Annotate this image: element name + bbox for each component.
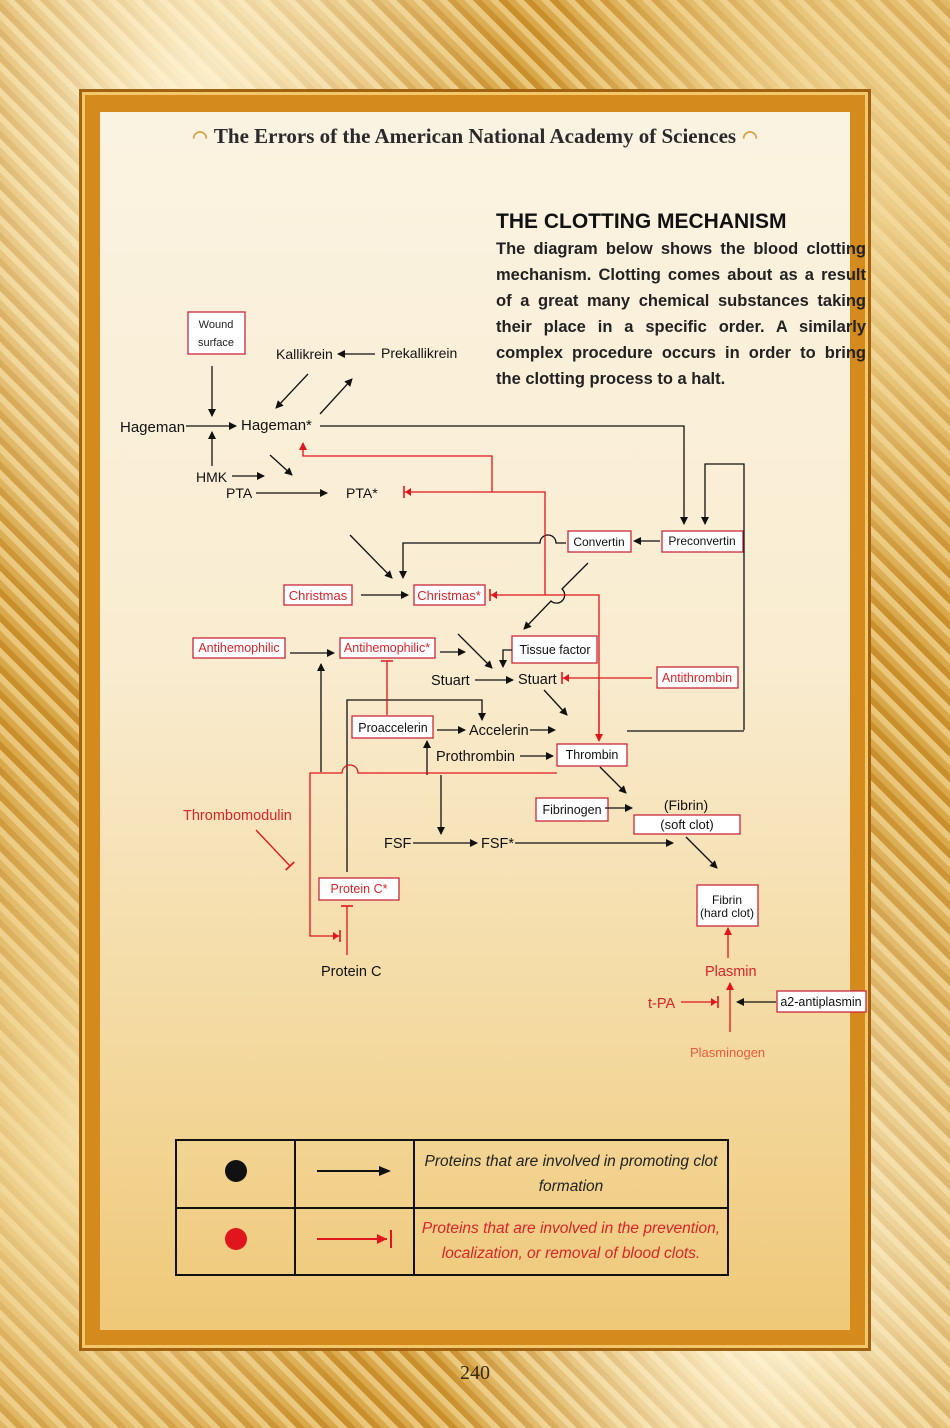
section-description: The diagram below shows the blood clotti… <box>496 240 866 388</box>
promote-arrow-icon <box>316 1166 391 1177</box>
hageman-star-label: Hageman* <box>241 417 312 434</box>
convertin-box <box>567 530 632 553</box>
arrow-tissue-stuart <box>499 649 512 668</box>
antihemophilic-star-box <box>339 637 436 659</box>
red-arrow-to-hageman <box>299 442 493 492</box>
arrow-loop-preconvertin <box>701 463 745 730</box>
christmas-star-box <box>413 584 486 606</box>
arrow-thrombin-fibrin <box>599 766 627 794</box>
christmas-box <box>283 584 353 606</box>
inhibit-thrombomodulin <box>255 829 295 871</box>
antihemophilic-star-label: Antihemophilic* <box>344 641 430 655</box>
running-title: The Errors of the American National Acad… <box>213 124 737 148</box>
antihemophilic-label: Antihemophilic <box>198 641 279 655</box>
section-title: THE CLOTTING MECHANISM <box>496 210 787 233</box>
soft-clot-box <box>633 814 741 835</box>
fsf-star-label: FSF* <box>481 836 514 852</box>
arrow-christmas-stuart <box>457 633 493 669</box>
thrombomodulin-label: Thrombomodulin <box>183 808 292 824</box>
inhibit-pta-star <box>403 486 546 595</box>
arrow-hageman-pta <box>269 454 293 476</box>
christmas-star-label: Christmas* <box>417 588 481 603</box>
protein-c-label: Protein C <box>321 964 381 980</box>
prekallikrein-label: Prekallikrein <box>381 345 457 361</box>
arrow-kallikrein-hageman <box>275 373 309 409</box>
preconvertin-box <box>661 530 744 553</box>
thrombin-box <box>556 743 628 767</box>
protein-c-star-box <box>318 877 400 901</box>
legend-cell <box>294 1139 415 1209</box>
arrow-hageman-preconvertin <box>320 425 688 525</box>
wound-surface-box <box>187 311 246 355</box>
protein-c-star-label: Protein C* <box>331 882 388 896</box>
proaccelerin-box <box>351 715 434 739</box>
ornament-left-icon: ◠ <box>192 127 208 147</box>
thrombin-label: Thrombin <box>566 748 619 762</box>
plasminogen-label: Plasminogen <box>690 1045 765 1060</box>
page-number: 240 <box>460 1362 490 1384</box>
kallikrein-label: Kallikrein <box>276 346 333 362</box>
legend-cell <box>175 1139 296 1209</box>
tissue-factor-label: Tissue factor <box>519 643 590 657</box>
arrow-soft-hard <box>685 836 718 869</box>
preconvertin-label: Preconvertin <box>668 534 735 548</box>
christmas-label: Christmas <box>289 588 348 603</box>
red-dot-icon <box>224 1227 247 1250</box>
convertin-label: Convertin <box>573 535 624 549</box>
fibrin-hard-label-2: (hard clot) <box>700 906 754 920</box>
stuart-label: Stuart <box>431 673 470 689</box>
arrow-convertin-stuart <box>523 562 589 630</box>
arrow-hageman-kallikrein <box>319 378 353 415</box>
fsf-label: FSF <box>384 836 412 852</box>
arrow-stuart-thrombin <box>543 689 568 716</box>
arrow-proteinc-accelerin <box>346 699 486 872</box>
inhibit-christmas-star <box>489 589 600 738</box>
arrow-pta-christmas <box>349 534 393 579</box>
wound-label-1: Wound <box>199 319 234 331</box>
plasmin-label: Plasmin <box>705 964 757 980</box>
fibrinogen-label: Fibrinogen <box>542 803 601 817</box>
wound-label-2: surface <box>198 337 234 349</box>
fibrin-hard-label-1: Fibrin <box>712 893 742 907</box>
antithrombin-box <box>656 666 739 689</box>
legend-row-promote: Proteins that are involved in promoting … <box>175 1139 729 1209</box>
proaccelerin-label: Proaccelerin <box>358 721 428 735</box>
legend-promote-text: Proteins that are involved in promoting … <box>413 1139 729 1209</box>
legend-cell <box>294 1206 415 1276</box>
accelerin-label: Accelerin <box>469 723 529 739</box>
hageman-label: Hageman <box>120 419 185 436</box>
legend-inhibit-text: Proteins that are involved in the preven… <box>413 1206 729 1276</box>
a2-antiplasmin-box <box>776 990 867 1013</box>
legend-table: Proteins that are involved in promoting … <box>175 1139 729 1276</box>
antihemophilic-box <box>192 637 286 659</box>
running-header: ◠The Errors of the American National Aca… <box>100 124 850 149</box>
antithrombin-label: Antithrombin <box>662 671 732 685</box>
black-dot-icon <box>224 1160 247 1183</box>
legend-row-inhibit: Proteins that are involved in the preven… <box>175 1206 729 1276</box>
fibrin-label: (Fibrin) <box>664 797 708 813</box>
legend-cell <box>175 1206 296 1276</box>
inhibit-loop-protein-c <box>309 764 557 942</box>
prothrombin-label: Prothrombin <box>436 749 515 765</box>
arrow-convertin-christmas <box>399 534 566 579</box>
tissue-factor-box <box>511 635 598 664</box>
fibrin-hard-box <box>696 884 759 927</box>
tpa-label: t-PA <box>648 996 675 1012</box>
fibrinogen-box <box>535 797 609 822</box>
stuart-star-label: Stuart <box>518 672 557 688</box>
pta-label: PTA <box>226 485 253 501</box>
inhibit-arrow-icon <box>316 1229 392 1248</box>
ornament-right-icon: ◠ <box>742 127 758 147</box>
pta-star-label: PTA* <box>346 485 378 501</box>
a2-antiplasmin-label: a2-antiplasmin <box>780 995 861 1009</box>
hmk-label: HMK <box>196 469 228 485</box>
soft-clot-label: (soft clot) <box>660 817 713 832</box>
